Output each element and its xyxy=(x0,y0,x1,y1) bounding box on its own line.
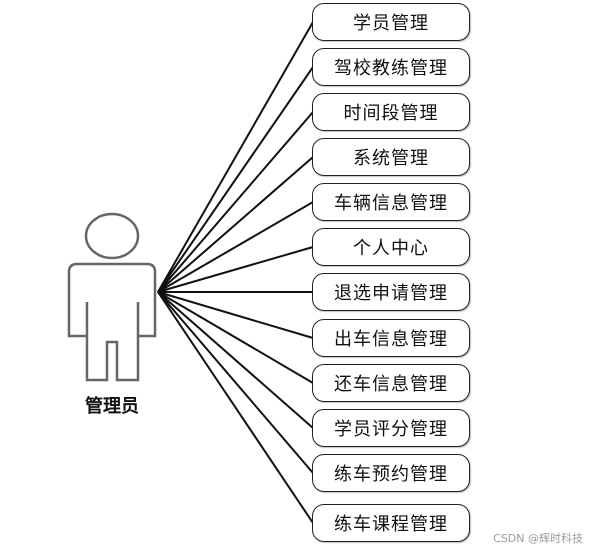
use-case-11: 练车预约管理 xyxy=(312,454,470,492)
association-line-4 xyxy=(157,156,314,293)
use-case-5: 车辆信息管理 xyxy=(312,183,470,221)
association-line-8 xyxy=(157,291,314,339)
actor-label: 管理员 xyxy=(85,396,139,417)
use-case-1: 学员管理 xyxy=(312,3,470,41)
use-case-7: 退选申请管理 xyxy=(312,273,470,311)
use-case-3: 时间段管理 xyxy=(312,93,470,131)
association-line-9 xyxy=(157,291,314,384)
use-case-10: 学员评分管理 xyxy=(312,409,470,447)
use-case-8: 出车信息管理 xyxy=(312,319,470,357)
association-line-2 xyxy=(157,66,314,293)
association-line-5 xyxy=(157,201,314,293)
use-case-12: 练车课程管理 xyxy=(312,504,470,542)
association-line-12 xyxy=(157,291,314,524)
association-line-11 xyxy=(157,291,314,474)
association-line-1 xyxy=(157,21,314,293)
association-line-6 xyxy=(157,246,314,293)
actor-head xyxy=(84,212,140,260)
actor-body xyxy=(67,262,157,382)
watermark: CSDN @辉时科技 xyxy=(493,532,583,545)
association-line-10 xyxy=(157,291,314,429)
association-line-3 xyxy=(157,111,314,293)
use-case-4: 系统管理 xyxy=(312,138,470,176)
actor-figure xyxy=(67,212,157,382)
use-case-9: 还车信息管理 xyxy=(312,364,470,402)
use-case-2: 驾校教练管理 xyxy=(312,48,470,86)
use-case-6: 个人中心 xyxy=(312,228,470,266)
